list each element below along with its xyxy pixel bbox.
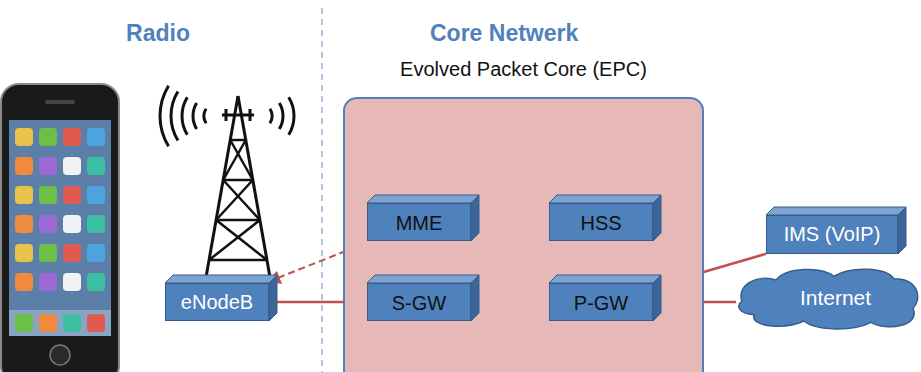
radio-waves (160, 86, 294, 147)
phone-illustration (1, 84, 119, 372)
network-box: HSS (549, 203, 653, 241)
tower-illustration (205, 96, 271, 283)
network-box: S-GW (367, 283, 471, 321)
section-label: Core Netwerk (430, 20, 578, 47)
node-label: eNodeB (181, 291, 253, 314)
region-heading: Evolved Packet Core (EPC) (343, 56, 704, 81)
node-label: Internet (786, 286, 871, 310)
network-box: IMS (VoIP) (766, 215, 898, 254)
divider-line (321, 8, 323, 372)
node-label: S-GW (392, 290, 446, 315)
internet-cloud: Internet (736, 266, 921, 330)
section-label: Radio (126, 20, 190, 47)
network-box: MME (367, 203, 471, 241)
network-box: eNodeB (165, 283, 269, 321)
node-label: P-GW (574, 290, 628, 315)
node-label: IMS (VoIP) (784, 223, 881, 246)
core-region: Evolved Packet Core (EPC) MME HSS S-GW P-GW (343, 56, 704, 372)
network-box: P-GW (549, 283, 653, 321)
node-label: HSS (580, 210, 621, 235)
node-label: MME (396, 210, 443, 235)
